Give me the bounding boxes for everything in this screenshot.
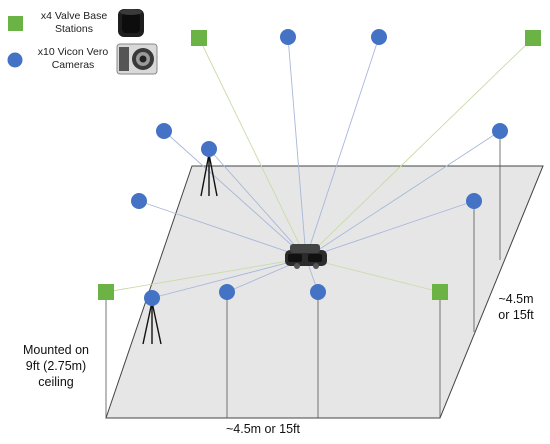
legend-camera-line1: x10 Vicon Vero [37, 46, 109, 58]
vicon-camera-marker [144, 290, 160, 306]
legend-camera-label: x10 Vicon Vero Cameras [32, 46, 114, 72]
legend-base-station-marker [8, 16, 23, 31]
base-station-ray [305, 37, 534, 259]
vicon-camera-marker [310, 284, 326, 300]
vicon-camera-marker [371, 29, 387, 45]
vicon-camera-marker [280, 29, 296, 45]
valve-base-station-marker [98, 284, 114, 300]
camera-ray [163, 130, 307, 259]
tripod-icon [200, 153, 218, 197]
mount-drop-lines [105, 130, 501, 418]
base-station-ray [198, 37, 307, 259]
base-station-ray [105, 257, 307, 293]
device-markers [98, 29, 541, 306]
camera-ray [138, 200, 307, 259]
depth-line2: or 15ft [498, 308, 534, 322]
valve-base-station-marker [432, 284, 448, 300]
vicon-camera-marker [131, 193, 147, 209]
width-dimension-label: ~4.5m or 15ft [226, 422, 300, 436]
vicon-camera-marker [219, 284, 235, 300]
ceiling-line2: 9ft (2.75m) [25, 359, 87, 373]
vicon-camera-marker [492, 123, 508, 139]
camera-ray [151, 257, 307, 299]
ceiling-line1: Mounted on [22, 343, 90, 357]
legend-camera-line2: Cameras [51, 59, 95, 71]
vicon-camera-marker [156, 123, 172, 139]
camera-ray [305, 200, 475, 259]
tripod-icon [142, 301, 162, 345]
camera-ray [287, 36, 307, 259]
vicon-vero-camera-icon [116, 43, 158, 75]
vicon-camera-marker [466, 193, 482, 209]
ceiling-mount-label: Mounted on 9ft (2.75m) ceiling [14, 342, 98, 390]
legend-base-station-line1: x4 Valve Base [40, 10, 108, 22]
depth-dimension-label: ~4.5m or 15ft [486, 291, 546, 323]
ceiling-line3: ceiling [38, 375, 74, 389]
legend-base-station-label: x4 Valve Base Stations [34, 10, 114, 36]
valve-base-station-marker [525, 30, 541, 46]
depth-line1: ~4.5m [498, 292, 534, 306]
legend-base-station-line2: Stations [55, 23, 93, 35]
base-station-ray [305, 257, 441, 293]
valve-base-station-marker [191, 30, 207, 46]
legend-camera-marker [7, 52, 23, 68]
camera-ray [208, 148, 307, 259]
valve-base-station-icon [118, 9, 144, 37]
camera-ray [305, 36, 380, 259]
vr-headset-icon [285, 244, 327, 269]
camera-ray [305, 130, 501, 259]
vicon-camera-marker [201, 141, 217, 157]
